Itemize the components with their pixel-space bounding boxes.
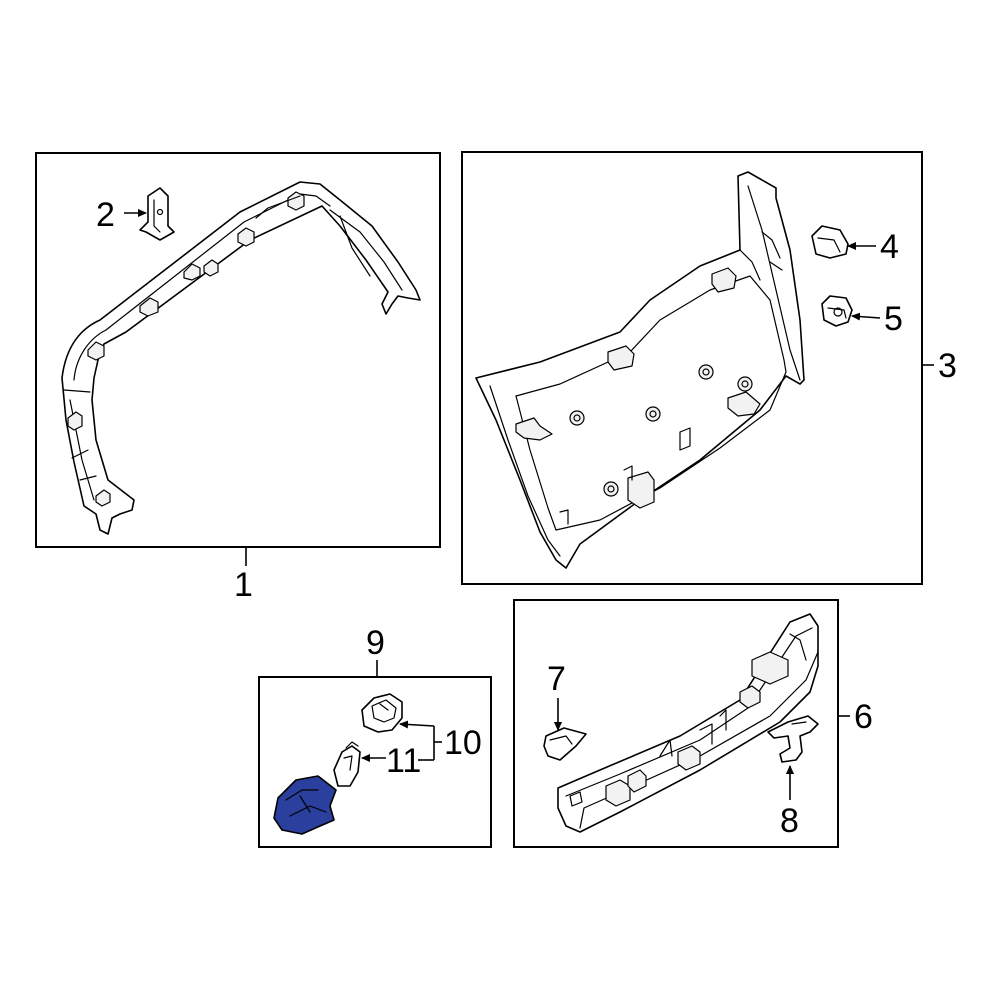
group-frame-3 (461, 151, 923, 585)
pillar-trim-part[interactable] (61, 181, 421, 535)
bulb-part-11[interactable] (333, 741, 361, 787)
liftgate-trim-panel-part[interactable] (475, 171, 805, 569)
push-pin-part-5[interactable] (821, 295, 853, 327)
callout-5: 5 (884, 300, 903, 338)
lamp-housing-highlighted[interactable] (273, 775, 337, 835)
clip-part-8[interactable] (767, 715, 819, 763)
group-frame-9 (258, 676, 492, 848)
callout-2: 2 (96, 196, 115, 234)
clip-part-2[interactable] (139, 187, 175, 241)
leader-lines (124, 209, 934, 800)
group-frame-1 (35, 152, 441, 548)
clip-part-7[interactable] (543, 727, 587, 761)
callout-8: 8 (780, 802, 799, 840)
callout-labels: 1 2 3 4 5 6 7 8 9 10 11 (96, 196, 957, 840)
callout-3: 3 (938, 347, 957, 385)
callout-4: 4 (880, 228, 899, 266)
clip-part-4[interactable] (811, 225, 849, 259)
callout-7: 7 (547, 660, 566, 698)
callout-1: 1 (234, 566, 253, 604)
callout-6: 6 (854, 698, 873, 736)
lower-trim-part[interactable] (557, 613, 819, 833)
callout-10: 10 (444, 724, 482, 762)
socket-part-10[interactable] (361, 693, 403, 733)
callout-9: 9 (366, 624, 385, 662)
group-frame-6 (513, 599, 839, 848)
callout-11: 11 (386, 742, 421, 780)
